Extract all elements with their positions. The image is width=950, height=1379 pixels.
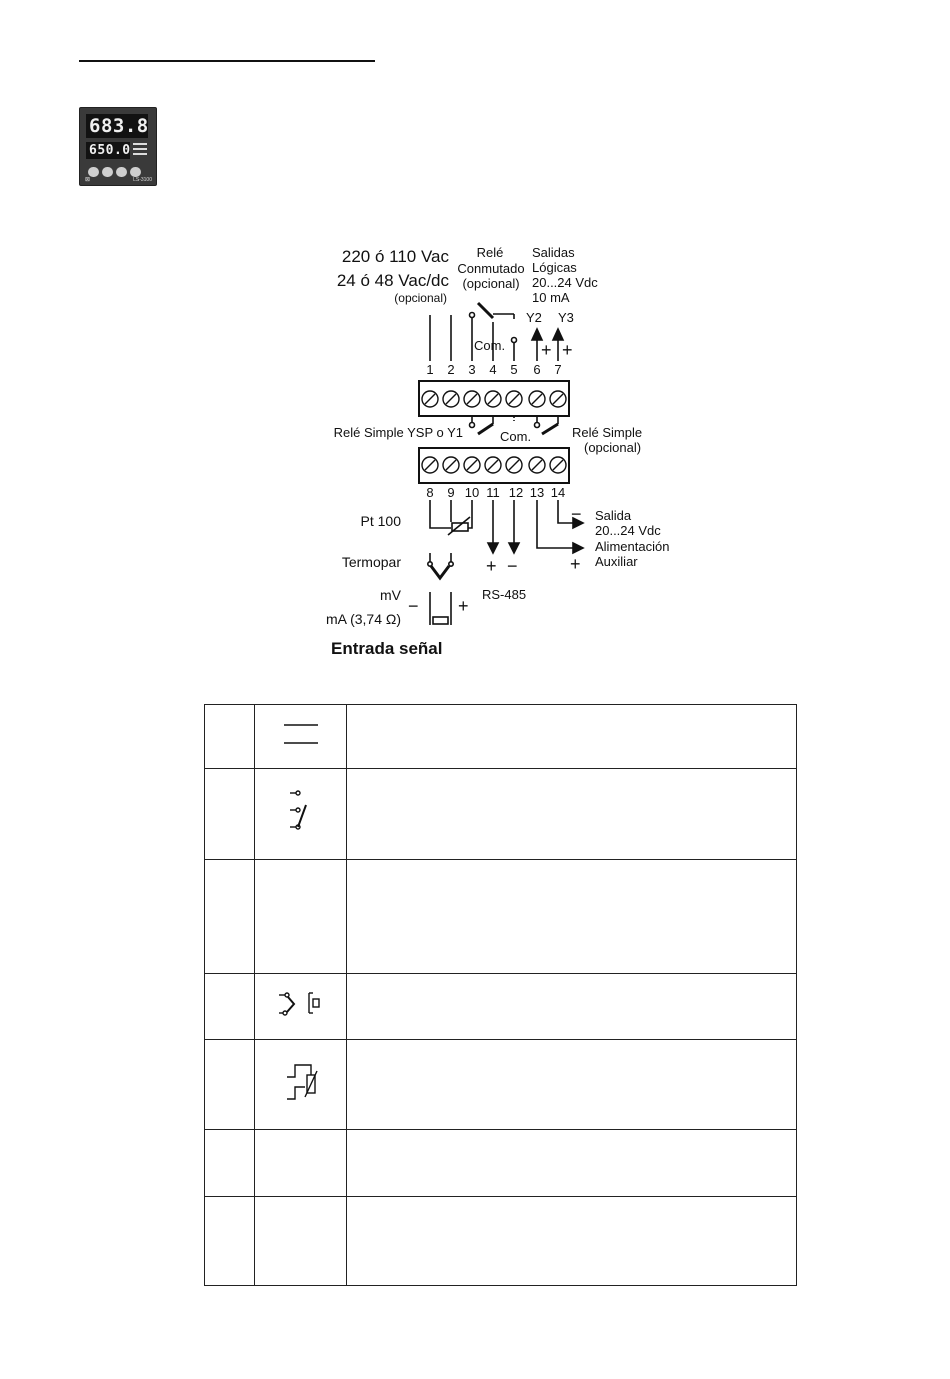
terminal-13: 13 [530,485,544,500]
device-key-icon [102,167,113,177]
salida-label-2: 20...24 Vdc [595,523,661,538]
screw-row-top [421,390,567,408]
rs485-plus: + [486,556,497,576]
device-key-icon [130,167,141,177]
rs485-label: RS-485 [482,587,526,602]
supply-optional: (opcional) [394,291,447,305]
terminal-1: 1 [426,362,433,377]
rs485-minus: − [507,556,518,576]
mv-label: mV [380,587,402,603]
supply-label-2: 24 ó 48 Vac/dc [337,271,450,290]
terminal-10: 10 [465,485,479,500]
relay-contact-icon [289,789,307,830]
terminal-9: 9 [447,485,454,500]
com-mid-label: Com. [500,429,531,444]
terminal-3: 3 [468,362,475,377]
legend-table [204,704,797,1286]
salida-label-4: Auxiliar [595,554,638,569]
rele-label-2: Conmutado [457,261,524,276]
rele-simple-ysp-label: Relé Simple YSP o Y1 [334,425,463,440]
terminal-2: 2 [447,362,454,377]
terminal-5: 5 [510,362,517,377]
terminal-7: 7 [554,362,561,377]
terminal-block-bottom [418,447,570,484]
screw-row-bottom [421,456,567,474]
salida-minus: − [571,504,582,524]
device-keys [88,164,148,177]
terminal-block-top [418,380,570,417]
display-bottom: 650.0 [86,142,130,159]
table-row [204,768,797,860]
status-leds [133,143,147,158]
device-model: LS-3100 [133,177,152,183]
terminal-numbers-top: 1 2 3 4 5 6 7 [426,362,561,377]
terminal-6: 6 [533,362,540,377]
wiring-diagram: 220 ó 110 Vac 24 ó 48 Vac/dc (opcional) … [326,245,669,658]
shunt-minus: − [408,596,419,616]
rele-label-1: Relé [477,245,504,260]
rele-label-3: (opcional) [462,276,519,291]
rele-simple-label-1: Relé Simple [572,425,642,440]
table-row [204,859,797,974]
header-rule [79,60,375,62]
shunt-plus: + [458,596,469,616]
salidas-label-3: 20...24 Vdc [532,275,598,290]
table-row [204,1196,797,1286]
rtd-sensor-icon [286,1064,318,1100]
com-top-label: Com. [474,338,505,353]
terminal-8: 8 [426,485,433,500]
salidas-label-4: 10 mA [532,290,570,305]
power-lines-icon [283,724,318,744]
salida-label-1: Salida [595,508,632,523]
device-key-icon [88,167,99,177]
table-row [204,973,797,1040]
table-row [204,1039,797,1130]
rele-simple-label-2: (opcional) [584,440,641,455]
y3-label: Y3 [558,310,574,325]
ma-label: mA (3,74 Ω) [326,611,401,627]
salida-label-3: Alimentación [595,539,669,554]
entrada-senal-label: Entrada señal [331,639,443,658]
terminal-4: 4 [489,362,496,377]
pt100-label: Pt 100 [361,513,402,529]
termopar-label: Termopar [342,554,401,570]
y2-label: Y2 [526,310,542,325]
display-top: 683.8 [86,114,148,138]
terminal-12: 12 [509,485,523,500]
table-row [204,1129,797,1197]
terminal-11: 11 [486,485,500,500]
y2-plus: + [541,340,552,360]
brand-logo-icon: ⊠ [85,177,91,183]
supply-label-1: 220 ó 110 Vac [342,247,450,266]
table-row [204,704,797,769]
terminal-numbers-bottom: 8 9 10 11 12 13 14 [426,485,565,500]
salidas-label-1: Salidas [532,245,575,260]
controller-device-image: 683.8 650.0 ⊠ LS-3100 [79,107,157,186]
device-key-icon [116,167,127,177]
thermocouple-shunt-icon [278,992,320,1016]
y3-plus: + [562,340,573,360]
terminal-14: 14 [551,485,565,500]
salidas-label-2: Lógicas [532,260,577,275]
salida-plus: + [570,554,581,574]
